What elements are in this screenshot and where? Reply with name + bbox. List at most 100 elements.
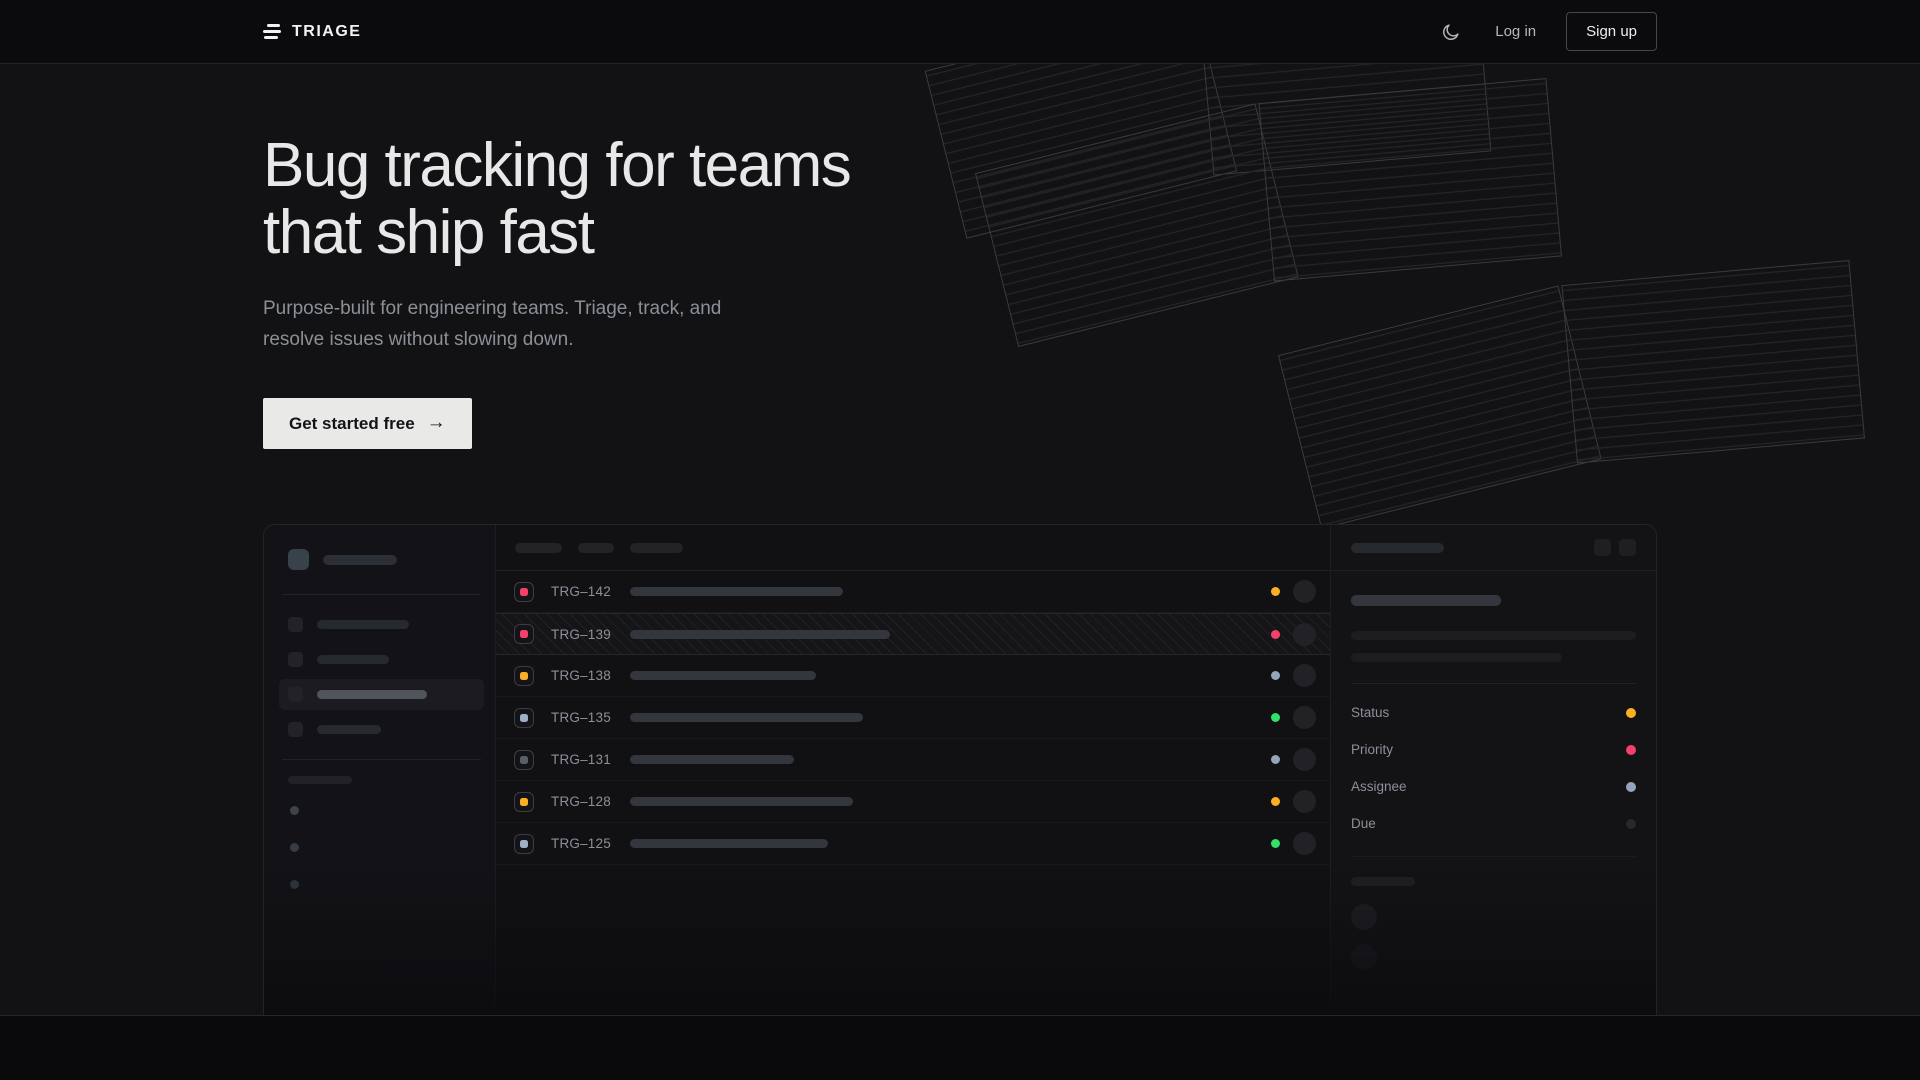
moon-icon (1443, 23, 1459, 40)
issue-status-dot (1271, 797, 1280, 806)
issue-assignee-avatar (1293, 580, 1316, 603)
mockup-workspace-row (288, 549, 475, 570)
get-started-label: Get started free (289, 413, 415, 433)
issue-title-skeleton (1351, 595, 1501, 606)
sidebar-dot (290, 843, 299, 852)
hero-title-line1: Bug tracking for teams (263, 131, 852, 200)
sidebar-nav-item-active (279, 679, 484, 710)
issue-status-dot (1271, 839, 1280, 848)
issue-row: TRG–128 (496, 781, 1330, 823)
issue-title-skeleton-bar (630, 671, 816, 680)
hero-subtitle-line1: Purpose-built for engineering teams. Tri… (263, 298, 722, 319)
issue-id: TRG–131 (551, 752, 611, 767)
comment-avatar (1351, 944, 1377, 970)
nav-item-icon (288, 617, 303, 632)
top-navbar: TRIAGE Log in Sign up (0, 0, 1920, 64)
workspace-icon (288, 549, 309, 570)
detail-field-label: Assignee (1351, 779, 1407, 794)
sidebar-nav-item (279, 714, 484, 745)
hero-subtitle-line2: resolve issues without slowing down. (263, 329, 574, 350)
sidebar-section-label (288, 776, 352, 784)
panel-action-icon (1594, 539, 1611, 556)
issue-type-icon (514, 665, 534, 686)
nav-item-icon (288, 722, 303, 737)
issue-id: TRG–142 (551, 584, 611, 599)
detail-field-label: Priority (1351, 742, 1394, 757)
issue-assignee-avatar (1293, 748, 1316, 771)
issue-row: TRG–138 (496, 655, 1330, 697)
nav-item-icon (288, 652, 303, 667)
issue-status-dot (1271, 587, 1280, 596)
issue-type-icon (514, 581, 534, 602)
issue-title-skeleton-bar (630, 587, 843, 596)
issue-assignee-avatar (1293, 790, 1316, 813)
detail-field-row: Priority (1351, 731, 1636, 768)
issue-type-icon (514, 791, 534, 812)
comment-avatar (1351, 904, 1377, 930)
issue-type-icon (514, 707, 534, 728)
issue-row: TRG–125 (496, 823, 1330, 865)
detail-field-label: Status (1351, 705, 1390, 720)
sidebar-dot (290, 880, 299, 889)
detail-field-dot (1626, 744, 1636, 755)
signup-button[interactable]: Sign up (1566, 12, 1657, 51)
issue-list-rows: TRG–142 TRG–139 TRG–138 TRG–135 (496, 571, 1330, 865)
issue-id: TRG–138 (551, 668, 611, 683)
issue-title-skeleton-bar (630, 713, 863, 722)
mockup-detail-panel: Status Priority Assignee Due (1330, 525, 1656, 1015)
issue-assignee-avatar (1293, 622, 1316, 646)
detail-field-row: Status (1351, 694, 1636, 731)
mockup-sidebar (264, 525, 496, 1015)
issue-row: TRG–139 (496, 613, 1330, 655)
issue-row: TRG–142 (496, 571, 1330, 613)
mockup-issue-list: TRG–142 TRG–139 TRG–138 TRG–135 (496, 525, 1330, 1015)
sidebar-dot (290, 806, 299, 815)
issue-title-skeleton-bar (630, 797, 853, 806)
panel-footer-label (1351, 877, 1415, 886)
login-link[interactable]: Log in (1495, 23, 1537, 40)
detail-field-label: Due (1351, 816, 1376, 831)
issue-title-skeleton-bar (630, 839, 828, 848)
issue-type-icon (514, 833, 534, 854)
detail-field-dot (1626, 707, 1636, 718)
issue-type-icon (514, 624, 534, 644)
get-started-button[interactable]: Get started free → (263, 398, 472, 449)
issue-assignee-avatar (1293, 706, 1316, 729)
issue-id: TRG–135 (551, 710, 611, 725)
triage-logo-icon (263, 23, 281, 40)
issue-assignee-avatar (1293, 664, 1316, 687)
detail-field-row: Due (1351, 805, 1636, 842)
issue-status-dot (1271, 629, 1280, 639)
hero-subtitle: Purpose-built for engineering teams. Tri… (263, 293, 721, 355)
detail-field-dot (1626, 781, 1636, 792)
detail-panel-fields: Status Priority Assignee Due (1351, 694, 1636, 842)
brand-logo[interactable]: TRIAGE (263, 23, 361, 41)
sidebar-nav-item (279, 644, 484, 675)
issue-id: TRG–128 (551, 794, 611, 809)
detail-field-dot (1626, 818, 1636, 829)
panel-action-icon (1619, 539, 1636, 556)
issue-id: TRG–139 (551, 626, 611, 642)
hero-title: Bug tracking for teams that ship fast (263, 131, 852, 267)
issue-title-skeleton-bar (630, 629, 890, 639)
issue-list-header (496, 525, 1330, 571)
theme-toggle-button[interactable] (1437, 18, 1465, 46)
issue-row: TRG–131 (496, 739, 1330, 781)
app-mockup: TRG–142 TRG–139 TRG–138 TRG–135 (263, 524, 1657, 1015)
brand-name: TRIAGE (292, 22, 362, 40)
sidebar-nav-item (279, 609, 484, 640)
nav-item-icon (288, 687, 303, 702)
issue-title-skeleton-bar (630, 755, 794, 764)
hero-section: Bug tracking for teams that ship fast Pu… (0, 64, 1920, 1016)
hero-title-line2: that ship fast (263, 198, 595, 267)
detail-field-row: Assignee (1351, 768, 1636, 805)
issue-type-icon (514, 749, 534, 770)
detail-panel-header (1331, 525, 1656, 571)
next-section-strip (0, 1016, 1920, 1079)
issue-id: TRG–125 (551, 836, 611, 851)
issue-row: TRG–135 (496, 697, 1330, 739)
issue-status-dot (1271, 671, 1280, 680)
issue-assignee-avatar (1293, 832, 1316, 855)
issue-status-dot (1271, 713, 1280, 722)
arrow-right-icon: → (426, 411, 446, 433)
